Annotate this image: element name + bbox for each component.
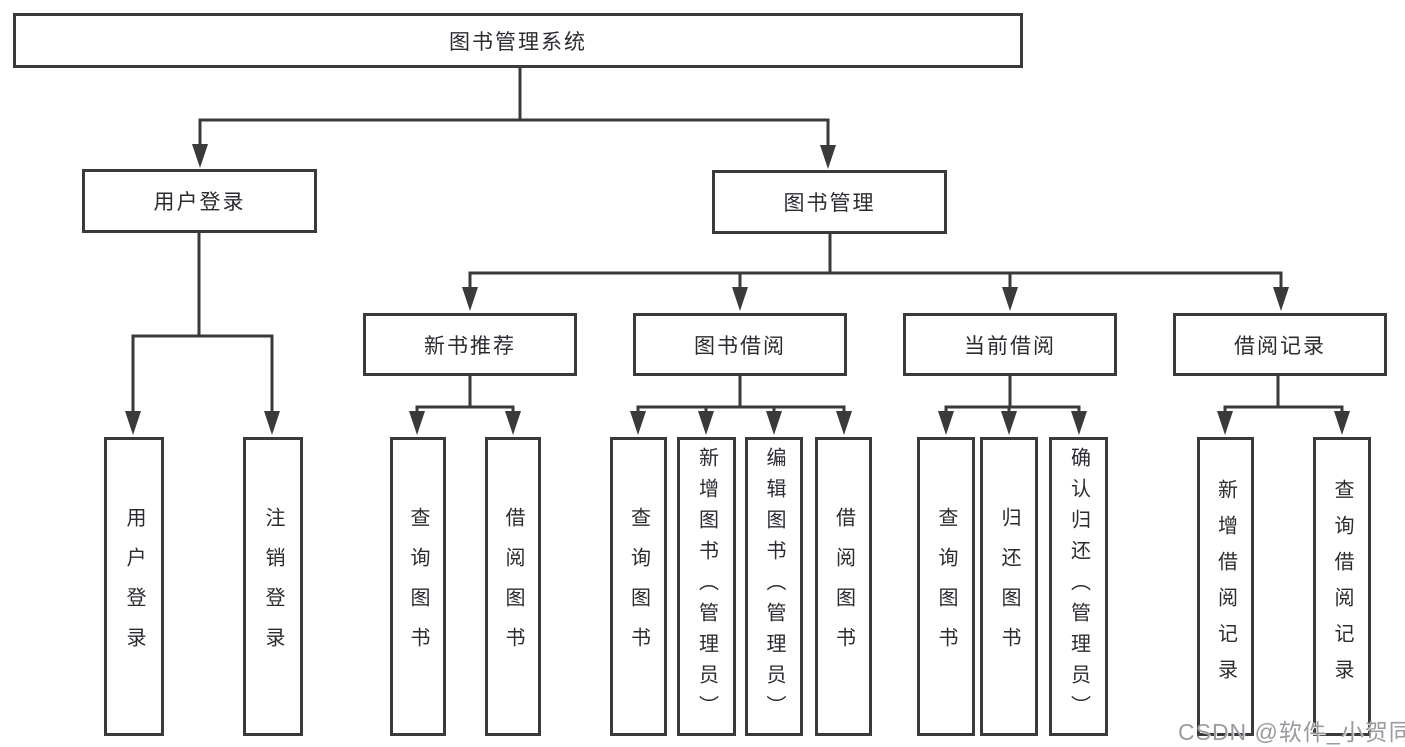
connector-new-book-children	[415, 376, 515, 413]
leaf-newbook-query-books: 查询图书	[390, 437, 446, 736]
section-new-book-box: 新书推荐	[363, 313, 577, 376]
branch-user-login-box: 用户登录	[82, 169, 317, 233]
connector-user-login-arrowheads	[125, 411, 280, 435]
connector-root-arrowheads	[192, 144, 836, 169]
leaf-current-query-books-label: 查询图书	[935, 506, 957, 667]
root-box: 图书管理系统	[13, 13, 1023, 68]
leaf-borrow-edit-books-admin-label: 编辑图书（管理员）	[763, 447, 785, 726]
leaf-current-confirm-return-admin-label: 确认归还（管理员）	[1067, 447, 1090, 726]
leaf-borrow-query-books: 查询图书	[610, 437, 667, 736]
leaf-current-return-books-label: 归还图书	[998, 506, 1020, 667]
connector-new-book-arrowheads	[409, 411, 521, 435]
branch-book-mgmt-label: 图书管理	[783, 192, 876, 215]
leaf-borrow-add-books-admin: 新增图书（管理员）	[677, 437, 736, 736]
section-current-borrow-label: 当前借阅	[964, 334, 1056, 358]
connector-borrow-records-arrowheads	[1217, 411, 1350, 435]
leaf-borrow-add-books-admin-label: 新增图书（管理员）	[695, 447, 718, 726]
leaf-current-return-books: 归还图书	[980, 437, 1038, 736]
connector-current-borrow-children	[944, 376, 1081, 413]
connector-root-to-branches	[198, 68, 830, 147]
section-borrow-records-label: 借阅记录	[1234, 334, 1326, 358]
leaf-newbook-query-books-label: 查询图书	[407, 506, 429, 667]
connector-book-mgmt-arrowheads	[462, 287, 1289, 311]
connector-current-borrow-arrowheads	[938, 411, 1087, 435]
section-borrow-records-box: 借阅记录	[1173, 313, 1387, 376]
leaf-logout-label: 注销登录	[262, 506, 284, 667]
leaf-records-query-record-label: 查询借阅记录	[1331, 478, 1353, 695]
connector-book-mgmt-children	[468, 234, 1283, 289]
leaf-records-add-record: 新增借阅记录	[1197, 437, 1254, 736]
leaf-current-query-books: 查询图书	[917, 437, 975, 736]
branch-user-login-label: 用户登录	[153, 191, 246, 214]
leaf-borrow-edit-books-admin: 编辑图书（管理员）	[745, 437, 803, 736]
connector-borrow-records-children	[1223, 376, 1344, 413]
branch-book-mgmt-box: 图书管理	[712, 170, 947, 234]
connector-book-borrow-arrowheads	[630, 411, 852, 435]
leaf-logout: 注销登录	[243, 437, 303, 736]
leaf-current-confirm-return-admin: 确认归还（管理员）	[1049, 437, 1108, 736]
leaf-borrow-query-books-label: 查询图书	[627, 506, 650, 667]
connector-book-borrow-children	[636, 376, 846, 413]
leaf-newbook-borrow-books-label: 借阅图书	[502, 506, 524, 667]
leaf-records-add-record-label: 新增借阅记录	[1214, 478, 1237, 695]
leaf-borrow-borrow-books: 借阅图书	[815, 437, 872, 736]
leaf-borrow-borrow-books-label: 借阅图书	[832, 506, 855, 667]
leaf-user-login-label: 用户登录	[123, 506, 145, 667]
leaf-records-query-record: 查询借阅记录	[1313, 437, 1371, 736]
leaf-user-login: 用户登录	[104, 437, 164, 736]
section-current-borrow-box: 当前借阅	[903, 313, 1117, 376]
section-book-borrow-box: 图书借阅	[633, 313, 847, 376]
csdn-watermark: CSDN @软件_小贺同学	[1178, 719, 1405, 745]
connector-user-login-children	[131, 233, 274, 413]
leaf-newbook-borrow-books: 借阅图书	[485, 437, 541, 736]
root-label: 图书管理系统	[449, 30, 587, 54]
section-book-borrow-label: 图书借阅	[694, 334, 786, 358]
section-new-book-label: 新书推荐	[424, 334, 516, 358]
